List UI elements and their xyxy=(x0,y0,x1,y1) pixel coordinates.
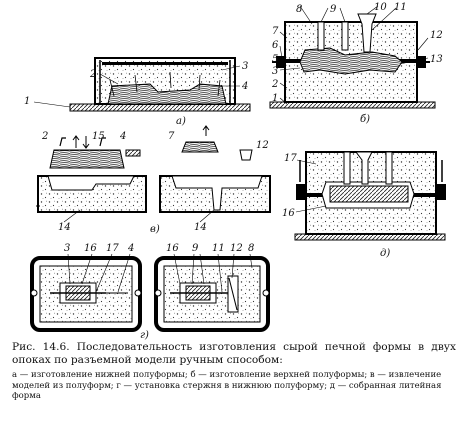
label-b-9: 9 xyxy=(330,4,337,15)
label-g-8: 8 xyxy=(248,243,254,254)
label-g-3: 3 xyxy=(64,243,70,254)
label-b-13: 13 xyxy=(430,54,443,65)
panel-b: 8 9 10 11 7 6 5 3 2 1 12 13 б) xyxy=(269,2,443,125)
panel-a: 1 2 3 4 а) xyxy=(24,57,251,127)
label-g-9: 9 xyxy=(192,243,199,254)
label-b-8: 8 xyxy=(296,4,302,15)
label-a-3: 3 xyxy=(242,61,248,72)
mold-board-a xyxy=(69,103,251,112)
sublabel-v: в) xyxy=(150,224,160,235)
label-g-16-right: 16 xyxy=(166,243,179,254)
label-b-6: 6 xyxy=(272,40,279,51)
pattern-b xyxy=(299,47,403,75)
label-v-2: 2 xyxy=(41,131,48,142)
figure-caption: Рис. 14.6. Последовательность изготовлен… xyxy=(12,341,456,402)
label-v-15: 15 xyxy=(92,131,105,142)
caption-legend: а — изготовление нижней полуформы; б — и… xyxy=(12,370,442,401)
sublabel-a: а) xyxy=(176,116,186,127)
label-b-10: 10 xyxy=(374,2,387,13)
caption-main: Рис. 14.6. Последовательность изготовлен… xyxy=(12,341,456,366)
label-b-12: 12 xyxy=(430,30,443,41)
label-a-4: 4 xyxy=(241,81,248,92)
label-b-2: 2 xyxy=(271,79,278,90)
label-g-16-left: 16 xyxy=(84,243,97,254)
label-v-7: 7 xyxy=(168,131,175,142)
label-v-12: 12 xyxy=(256,140,269,151)
pattern-half-a xyxy=(107,83,227,105)
label-a-1: 1 xyxy=(24,96,30,107)
label-d-17: 17 xyxy=(284,153,297,164)
panel-d: 17 16 д) xyxy=(282,151,446,259)
label-b-5: 5 xyxy=(272,54,278,65)
panel-g: 3 16 17 4 16 9 11 12 8 г) xyxy=(30,243,270,340)
sublabel-d: д) xyxy=(380,248,390,259)
extracted-pattern-v xyxy=(49,149,125,169)
label-v-14-right: 14 xyxy=(194,222,207,233)
panel-v: 2 15 4 7 12 14 14 в) xyxy=(36,125,271,235)
sublabel-g: г) xyxy=(140,330,149,340)
core-d xyxy=(329,185,409,203)
casting-mold-diagram: 1 2 3 4 а) 8 9 10 11 7 6 5 xyxy=(24,2,446,340)
label-d-16: 16 xyxy=(282,208,295,219)
label-v-4: 4 xyxy=(119,131,126,142)
label-b-7: 7 xyxy=(272,26,279,37)
sprue-pattern-b xyxy=(357,13,377,53)
label-b-11: 11 xyxy=(394,2,407,13)
label-g-12: 12 xyxy=(230,243,243,254)
label-b-1: 1 xyxy=(272,93,278,104)
sublabel-b: б) xyxy=(360,114,370,125)
label-b-3: 3 xyxy=(272,66,278,77)
label-a-2: 2 xyxy=(89,69,96,80)
label-g-11: 11 xyxy=(212,243,225,254)
label-g-17: 17 xyxy=(106,243,119,254)
label-g-4: 4 xyxy=(127,243,134,254)
label-v-14-left: 14 xyxy=(58,222,71,233)
